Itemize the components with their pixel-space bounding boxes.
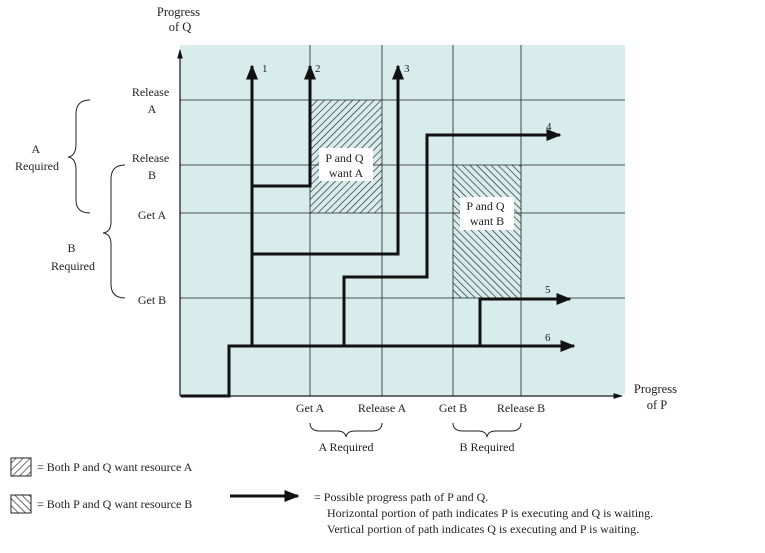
brace-label-line: Required (51, 259, 95, 273)
region-label-a-line: P and Q (325, 151, 364, 165)
legend-swatch-b (10, 494, 32, 514)
x-axis-title-line: Progress (634, 382, 677, 396)
y-axis-title: Progress of Q (157, 5, 203, 34)
y-tick-line: A (148, 102, 157, 116)
y-tick-get-b: Get B (138, 293, 166, 307)
region-label-b: P and Q want B (466, 199, 507, 228)
path-label-4: 4 (546, 121, 552, 133)
plot-area (180, 45, 625, 395)
brace-label-line: A (31, 142, 40, 156)
region-label-a: P and Q want A (325, 151, 366, 180)
path-4 (342, 129, 562, 346)
path-label-2: 2 (315, 63, 321, 75)
brace-label-line: Required (15, 159, 59, 173)
legend-path-line-2: Horizontal portion of path indicates P i… (327, 506, 653, 520)
x-tick-get-b: Get B (439, 401, 467, 415)
path-base (181, 344, 252, 398)
y-tick-release-b: Release B (132, 151, 172, 182)
brace-label-a-required: A Required (15, 142, 59, 173)
y-tick-get-a: Get A (138, 208, 167, 222)
region-label-bg-a (319, 148, 373, 181)
legend-label-a: = Both P and Q want resource A (37, 460, 193, 474)
y-tick-release-a: Release A (132, 85, 172, 116)
path-label-3: 3 (404, 63, 410, 75)
y-axis-title-line: of Q (169, 20, 192, 34)
path-label-6: 6 (545, 332, 551, 344)
brace-label-b-required: B Required (51, 241, 95, 273)
path-label-1: 1 (262, 63, 268, 75)
brace-bottom-label-b: B Required (460, 440, 515, 454)
path-label-5: 5 (545, 284, 551, 296)
x-axis-title-line: of P (647, 398, 668, 412)
legend: = Both P and Q want resource A = Both P … (10, 457, 653, 536)
region-label-a-line: want A (329, 166, 364, 180)
progress-paths (181, 64, 576, 398)
legend-path-line-1: = Possible progress path of P and Q. (314, 490, 488, 504)
x-axis-title: Progress of P (634, 382, 680, 412)
brace-b-required (102, 164, 126, 299)
path-3 (252, 64, 404, 256)
region-label-b-line: want B (470, 214, 504, 228)
brace-bottom-a-required (309, 422, 383, 438)
y-tick-line: B (148, 168, 156, 182)
brace-bottom-label-a: A Required (319, 440, 374, 454)
legend-path-line-3: Vertical portion of path indicates Q is … (327, 522, 639, 536)
path-2 (252, 64, 316, 188)
x-tick-release-a: Release A (358, 401, 407, 415)
y-tick-line: Release (132, 151, 169, 165)
region-label-b-line: P and Q (466, 199, 505, 213)
brace-bottom-b-required (452, 422, 522, 438)
legend-swatch-a (10, 457, 32, 477)
region-label-bg-b (460, 197, 514, 230)
y-axis-title-line: Progress (157, 5, 200, 19)
x-tick-release-b: Release B (497, 401, 545, 415)
x-tick-get-a: Get A (296, 401, 325, 415)
brace-label-line: B (67, 241, 75, 255)
legend-label-b: = Both P and Q want resource B (37, 497, 192, 511)
y-tick-line: Release (132, 85, 169, 99)
brace-a-required (67, 99, 91, 214)
region-both-want-b (453, 165, 521, 298)
path-5 (478, 293, 572, 346)
